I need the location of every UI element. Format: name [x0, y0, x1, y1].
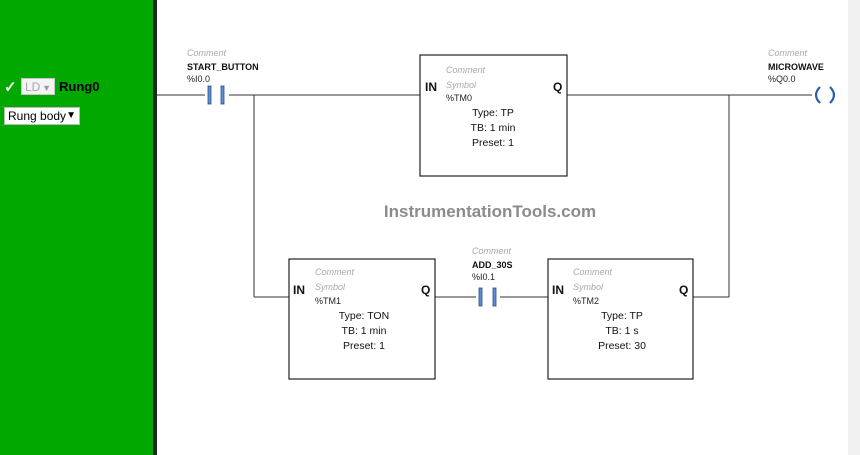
- start-button-contact[interactable]: Comment START_BUTTON %I0.0: [187, 48, 259, 105]
- contact-comment: Comment: [187, 48, 227, 58]
- coil-address: %Q0.0: [768, 74, 796, 84]
- microwave-coil[interactable]: Comment MICROWAVE %Q0.0: [768, 48, 836, 104]
- rung-enabled-checkbox[interactable]: ✓: [4, 79, 17, 96]
- timer-q-pin: Q: [421, 283, 430, 297]
- coil-comment: Comment: [768, 48, 808, 58]
- rung-section-select[interactable]: Rung body ▼: [4, 107, 80, 125]
- timer-comment: Comment: [446, 65, 486, 75]
- timer-q-pin: Q: [679, 283, 688, 297]
- rung-name[interactable]: Rung0: [59, 79, 100, 94]
- contact-address: %I0.0: [187, 74, 210, 84]
- timer-address: %TM1: [315, 296, 341, 306]
- contact-left-plate: [207, 85, 212, 105]
- timer-comment: Comment: [573, 267, 613, 277]
- timer-preset: Preset: 1: [472, 137, 514, 149]
- chevron-down-icon: ▼: [42, 83, 51, 93]
- timer-symbol: Symbol: [446, 80, 477, 90]
- timer-timebase: TB: 1 min: [342, 325, 387, 337]
- timer-in-pin: IN: [293, 283, 305, 297]
- timer-frame: [419, 54, 568, 177]
- timer-timebase: TB: 1 min: [471, 122, 516, 134]
- language-select[interactable]: LD ▼: [21, 78, 55, 95]
- contact-left-plate: [478, 287, 483, 307]
- timer-preset: Preset: 1: [343, 340, 385, 352]
- timer-preset: Preset: 30: [598, 340, 646, 352]
- timer-address: %TM2: [573, 296, 599, 306]
- timer-address: %TM0: [446, 93, 472, 103]
- timer-block-tm0[interactable]: Comment Symbol %TM0 IN Q Type: TP TB: 1 …: [419, 54, 568, 177]
- sidebar-divider: [153, 0, 157, 455]
- contact-right-plate: [492, 287, 497, 307]
- timer-q-pin: Q: [553, 80, 562, 94]
- timer-type: Type: TP: [601, 310, 643, 322]
- timer-in-pin: IN: [552, 283, 564, 297]
- watermark-text: InstrumentationTools.com: [384, 202, 596, 221]
- contact-name: ADD_30S: [472, 260, 513, 270]
- timer-block-tm2[interactable]: Comment Symbol %TM2 IN Q Type: TP TB: 1 …: [547, 258, 694, 380]
- timer-symbol: Symbol: [315, 282, 346, 292]
- timer-type: Type: TON: [339, 310, 389, 322]
- coil-name: MICROWAVE: [768, 62, 824, 72]
- timer-frame: [547, 258, 694, 380]
- timer-comment: Comment: [315, 267, 355, 277]
- timer-in-pin: IN: [425, 80, 437, 94]
- wires: [157, 94, 812, 298]
- chevron-down-icon: ▼: [66, 110, 76, 121]
- rung-sidebar: ✓ LD ▼ Rung0 Rung body ▼: [0, 0, 153, 455]
- coil-right-arc: [829, 86, 836, 104]
- timer-frame: [288, 258, 436, 380]
- timer-timebase: TB: 1 s: [605, 325, 638, 337]
- timer-block-tm1[interactable]: Comment Symbol %TM1 IN Q Type: TON TB: 1…: [288, 258, 436, 380]
- contact-comment: Comment: [472, 246, 512, 256]
- timer-symbol: Symbol: [573, 282, 604, 292]
- rung-section-value: Rung body: [8, 109, 67, 123]
- contact-right-plate: [220, 85, 225, 105]
- coil-left-arc: [814, 86, 821, 104]
- add-30s-contact[interactable]: Comment ADD_30S %I0.1: [472, 246, 513, 307]
- contact-address: %I0.1: [472, 272, 495, 282]
- scrollbar-track[interactable]: [848, 0, 860, 455]
- contact-name: START_BUTTON: [187, 62, 259, 72]
- timer-type: Type: TP: [472, 107, 514, 119]
- language-value: LD: [25, 80, 41, 94]
